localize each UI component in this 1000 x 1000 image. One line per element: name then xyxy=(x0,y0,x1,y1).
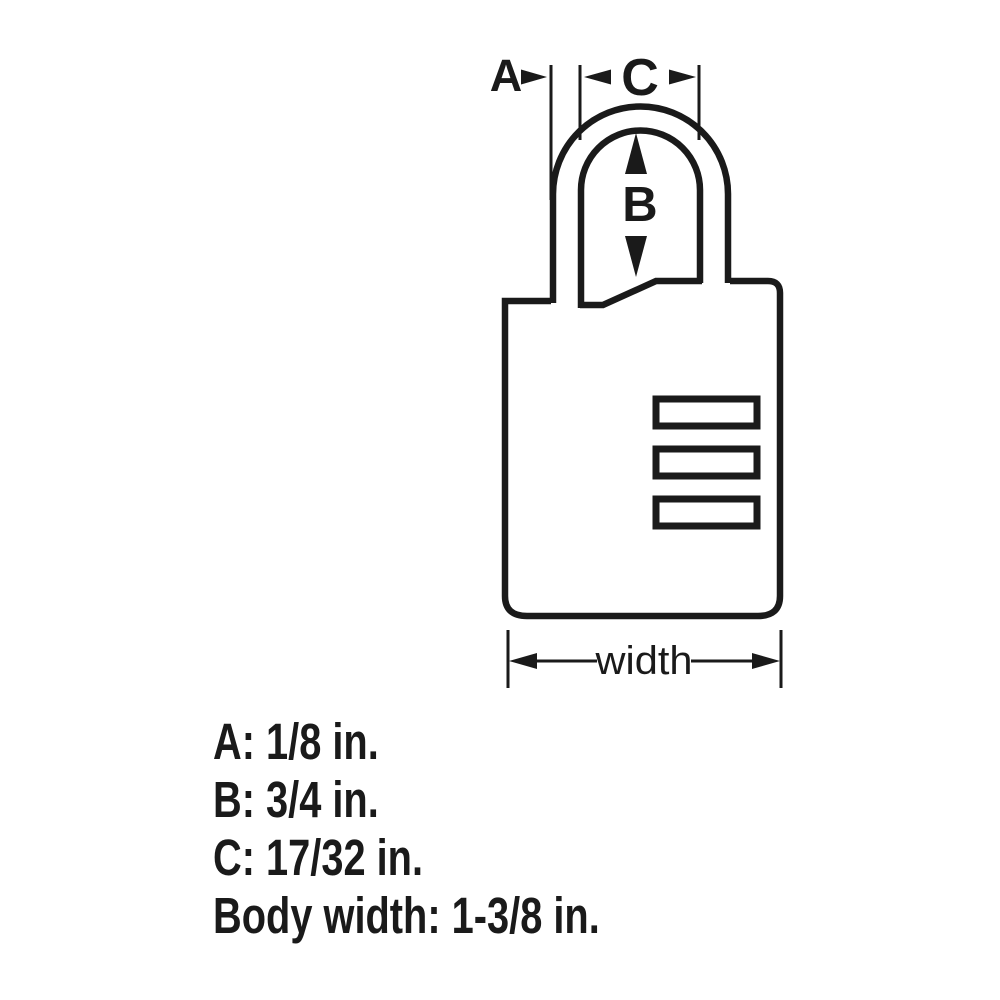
dim-c-left-arrow-icon xyxy=(584,69,611,85)
dim-width-left-arrow-icon xyxy=(509,653,537,669)
dim-a-label: A xyxy=(490,50,523,101)
spec-list: A: 1/8 in. B: 3/4 in. C: 17/32 in. Body … xyxy=(213,713,600,945)
dim-a-arrow-icon xyxy=(521,69,547,85)
padlock-outline xyxy=(501,103,784,620)
dial-window-1 xyxy=(652,395,761,430)
shackle-outer-line xyxy=(549,103,732,303)
dim-b-down-arrow-icon xyxy=(625,236,647,277)
dim-c-right-arrow-icon xyxy=(669,69,696,85)
dim-width-right-arrow-icon xyxy=(752,653,780,669)
dimension-lines xyxy=(506,65,783,688)
spec-line-a: A: 1/8 in. xyxy=(213,713,379,770)
spec-line-b: B: 3/4 in. xyxy=(213,771,379,828)
width-label: width xyxy=(594,639,692,683)
dimension-arrowheads xyxy=(509,69,780,669)
dim-b-up-arrow-icon xyxy=(625,133,647,174)
shackle-inner-line xyxy=(577,127,704,308)
dial-window-2 xyxy=(652,445,761,480)
spec-line-body-width: Body width: 1-3/8 in. xyxy=(213,887,600,944)
dim-c-label: C xyxy=(621,49,659,107)
dimension-labels: A C B width xyxy=(490,49,693,683)
body-top-notch xyxy=(580,277,702,309)
lock-body-outline xyxy=(501,277,784,620)
dial-window-3 xyxy=(652,495,761,530)
dim-b-label: B xyxy=(622,178,657,232)
spec-line-c: C: 17/32 in. xyxy=(213,829,424,886)
